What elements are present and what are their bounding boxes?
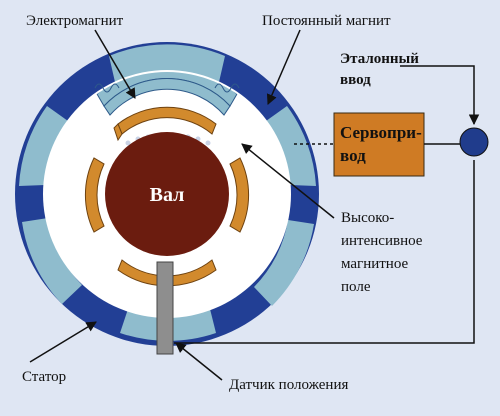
wiring bbox=[174, 65, 480, 344]
field-label-line1: Высоко- bbox=[341, 210, 394, 226]
label-pointers bbox=[29, 29, 335, 381]
field-label-line2: интенсивное bbox=[341, 233, 423, 249]
position-sensor-label: Датчик положения bbox=[229, 377, 348, 393]
shaft-label: Вал bbox=[150, 184, 185, 206]
permanent-magnets bbox=[84, 106, 250, 287]
field-label-line3: магнитное bbox=[341, 256, 409, 272]
electromagnet-label: Электромагнит bbox=[26, 13, 124, 29]
field-label-line4: поле bbox=[341, 279, 371, 295]
permanent-magnet-label: Постоянный магнит bbox=[262, 13, 391, 29]
summing-junction bbox=[459, 127, 489, 157]
shaft bbox=[105, 132, 229, 256]
servo-label-line1: Сервопри- bbox=[340, 123, 422, 142]
servo-label-line2: вод bbox=[340, 146, 366, 165]
coil-windings bbox=[94, 83, 240, 93]
reference-input-label-line2: ввод bbox=[340, 72, 371, 88]
reference-input-label-line1: Эталонный bbox=[340, 51, 419, 67]
stator-label: Статор bbox=[22, 369, 66, 385]
stator-segments bbox=[19, 44, 316, 341]
position-sensor bbox=[156, 261, 174, 355]
